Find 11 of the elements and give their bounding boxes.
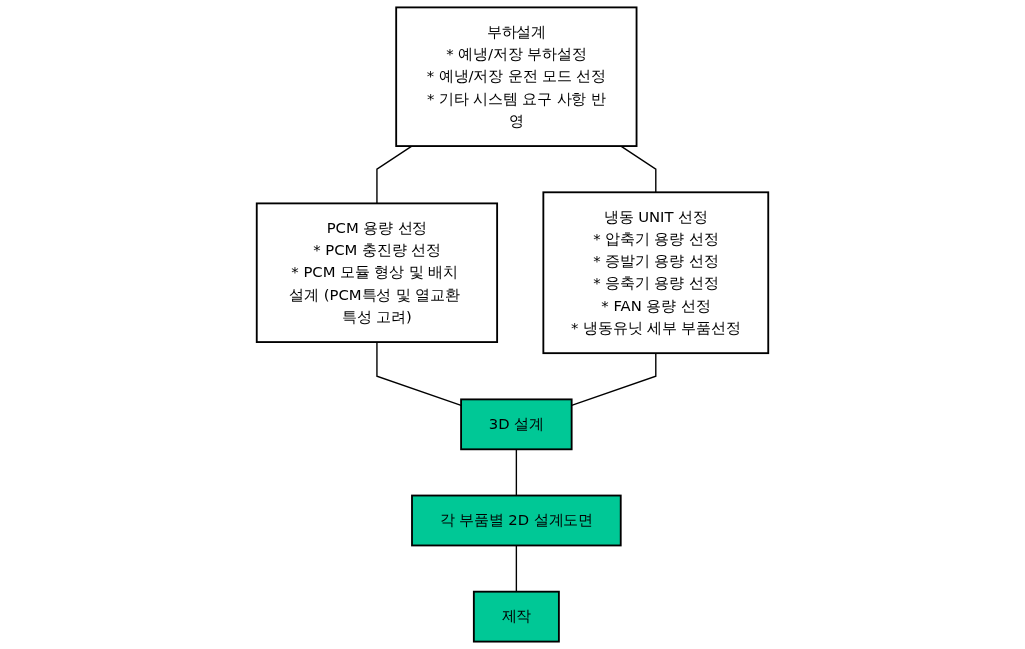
connector	[515, 448, 518, 497]
node-box: 냉동 UNIT 선정 * 압축기 용량 선정 * 증발기 용량 선정 * 응축기 용량 선정 * FAN 용량 선정 * 냉동유닛 세부 부품선정	[542, 191, 770, 355]
node-box: 부하설계 * 예냉/저장 부하설정 * 예냉/저장 운전 모드 선정 * 기타 시스템 요구 사항 반영	[395, 6, 638, 147]
node-box: 제작	[472, 590, 560, 643]
connector	[376, 145, 413, 205]
node-box: 각 부품별 2D 설계도면	[411, 494, 622, 547]
connector	[515, 544, 518, 593]
connector	[620, 145, 657, 193]
node-box: 3D 설계	[460, 398, 573, 451]
node-box: PCM 용량 선정 * PCM 충진량 선정 * PCM 모듈 형상 및 배치 설계 (PCM특성 및 열교환 특성 고려)	[255, 202, 499, 343]
connector	[376, 341, 462, 406]
